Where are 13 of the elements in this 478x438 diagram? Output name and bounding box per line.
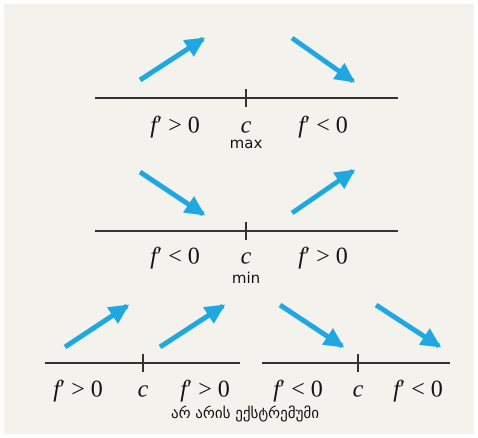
inequality-label: f′ > 0 <box>53 376 103 404</box>
inequality-label: f′ > 0 <box>150 112 200 140</box>
point-label: c <box>138 376 148 404</box>
extremum-label: min <box>232 269 260 287</box>
inequality-label: f′ < 0 <box>150 244 200 270</box>
caption-text: არ არის ექსტრემუმი <box>170 404 320 422</box>
inequality-label: f′ < 0 <box>273 376 323 404</box>
inequality-label: f′ > 0 <box>298 244 348 270</box>
inequality-label: f′ > 0 <box>180 376 230 404</box>
point-label: c <box>352 376 364 404</box>
inequality-label: f′ < 0 <box>298 112 348 140</box>
point-label: c <box>240 244 252 270</box>
inequality-label: f′ < 0 <box>393 376 443 404</box>
